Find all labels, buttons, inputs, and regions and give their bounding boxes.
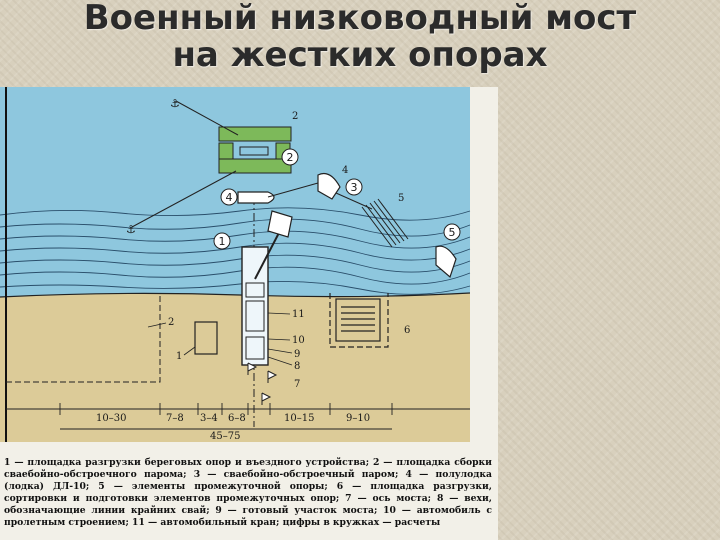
bridge-span-segment: [245, 282, 265, 298]
anchor-icon: ⚓: [170, 97, 180, 110]
area-6-boundary: [329, 293, 389, 348]
callout-4: 4: [342, 165, 348, 176]
boat-dl10: [237, 191, 275, 204]
area-6-box: [335, 298, 381, 342]
movement-lines: [131, 100, 373, 228]
crew-1: 1: [219, 235, 226, 248]
area-1-box: [194, 321, 218, 355]
area-6-elements: [341, 306, 375, 332]
callout-7: 7: [294, 379, 300, 390]
bridge-diagram-figure: ⚓ ⚓ 1 2 3 4 5 2 4 5 6 7 8 9 10 11 1 2: [0, 87, 498, 540]
crew-5: 5: [449, 226, 456, 239]
pier-elements-raft: [361, 198, 409, 248]
truck-with-span: [245, 300, 265, 332]
truck-crane: [245, 336, 265, 360]
title-line-2: на жестких опорах: [172, 35, 548, 75]
dim-5: 10–15: [284, 413, 314, 424]
pile-driving-ferry: [317, 172, 341, 200]
boat-right: [435, 245, 457, 279]
pile-markers: [247, 362, 278, 405]
callout-11: 11: [292, 309, 305, 320]
dim-6: 9–10: [346, 413, 370, 424]
shoreline: [0, 292, 471, 298]
anchor-icon: ⚓: [126, 223, 136, 236]
pile-ferry-small: [267, 210, 293, 238]
crew-2: 2: [287, 151, 294, 164]
callout-5: 5: [398, 193, 404, 204]
title-line-1: Военный низководный мост: [83, 0, 637, 38]
callout-2-area: 2: [168, 317, 174, 328]
dim-1: 10–30: [96, 413, 126, 424]
dim-4: 6–8: [228, 413, 246, 424]
figure-caption: 1 — площадка разгрузки береговых опор и …: [4, 457, 492, 528]
crew-4: 4: [226, 191, 233, 204]
callout-1: 1: [176, 351, 182, 362]
dim-2: 7–8: [166, 413, 184, 424]
slide-title: Военный низководный мост на жестких опор…: [0, 0, 720, 74]
shore-area: [0, 293, 470, 442]
callout-9: 9: [294, 349, 300, 360]
crew-3: 3: [351, 181, 358, 194]
dim-3: 3–4: [200, 413, 218, 424]
dimension-lines: [6, 403, 470, 430]
callout-8: 8: [294, 361, 300, 372]
callout-6: 6: [404, 325, 410, 336]
callout-10: 10: [292, 335, 305, 346]
water-waves: [0, 207, 471, 295]
leader-lines: [147, 312, 293, 366]
dim-total: 45–75: [210, 431, 240, 442]
pontoon-assembly: [218, 126, 292, 174]
bridge-diagram: ⚓ ⚓ 1 2 3 4 5 2 4 5 6 7 8 9 10 11 1 2: [0, 87, 471, 442]
callout-2: 2: [292, 111, 298, 122]
crew-markers: 1 2 3 4 5: [213, 148, 461, 250]
crane-boom: [254, 226, 283, 280]
